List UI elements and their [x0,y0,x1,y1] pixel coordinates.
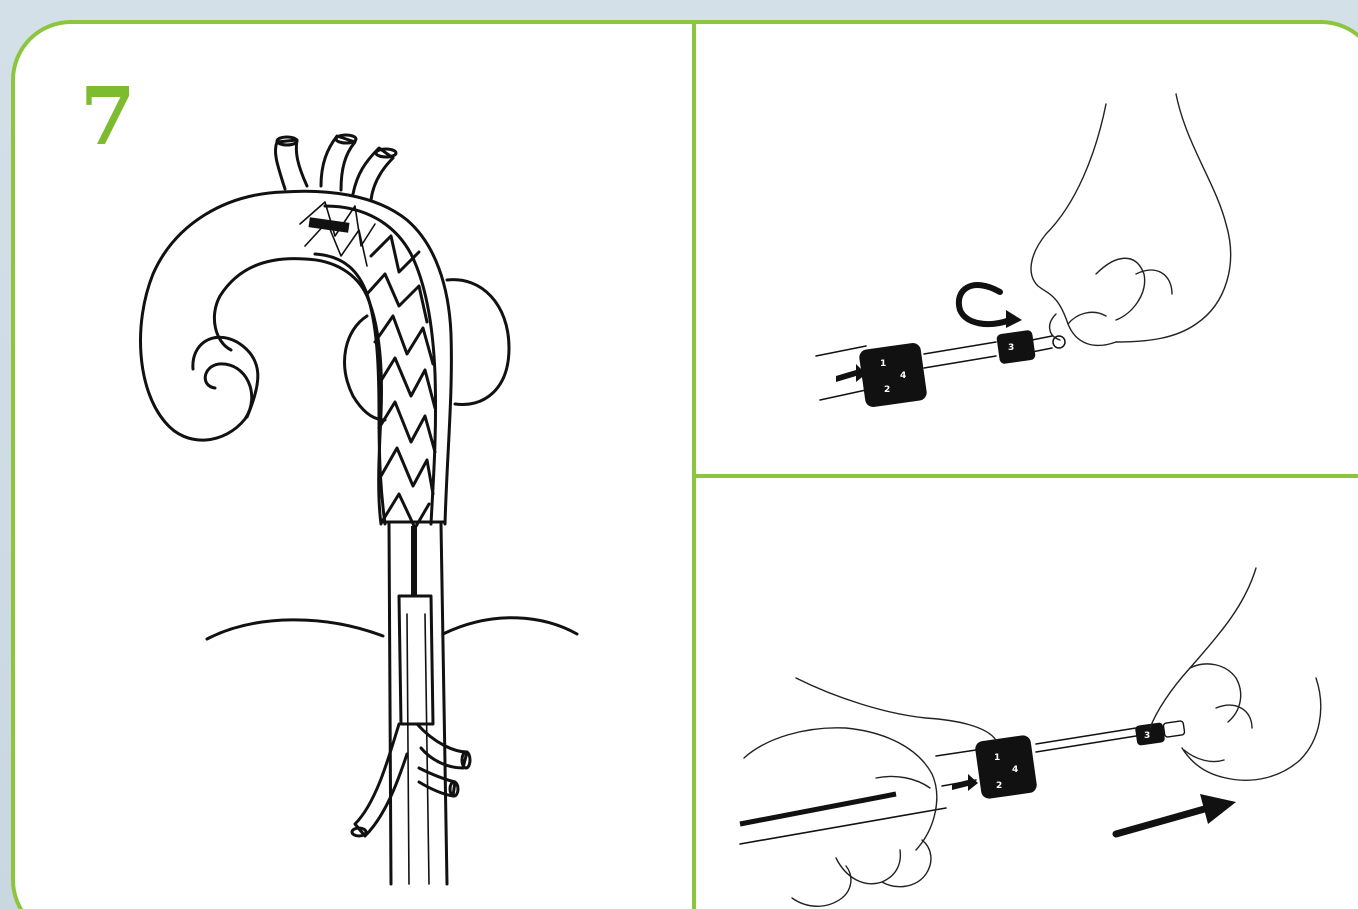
handle-pullback-illustration: 1 4 2 3 [696,478,1358,909]
rotate-arrow-icon [959,285,1022,328]
knob-label-3: 3 [1008,343,1014,353]
handle-rotation-illustration: 1 4 2 3 [696,24,1358,474]
push-arrow-icon [952,774,978,791]
panel-handle-pullback: 1 4 2 3 [696,478,1358,909]
knob-label-2: 2 [884,385,890,395]
knob-label-1: 1 [994,753,1000,763]
hand-right [1031,94,1231,345]
knob-label-4: 4 [1012,765,1018,775]
knob-label-1: 1 [880,359,886,369]
aortic-arch [141,191,510,524]
diaphragm-line [207,618,577,639]
pull-direction-arrow-icon [1116,794,1236,834]
iliac-branches [352,724,470,836]
handle-knob-small: 3 [1135,721,1185,746]
stent-graft [300,202,436,528]
handle-knob-main: 1 4 2 [858,342,927,408]
panel-handle-rotation: 1 4 2 3 [696,24,1358,474]
hand-left [744,678,996,906]
knob-label-4: 4 [900,371,906,381]
delivery-catheter [383,522,447,884]
knob-label-3: 3 [1144,731,1150,741]
figure-frame: 7 [11,20,1358,909]
aortic-arch-stent-graft-illustration [15,24,692,909]
knob-label-2: 2 [996,781,1002,791]
hand-right [1150,568,1321,780]
handle-shaft [740,728,1136,844]
panel-aortic-stent [15,24,692,909]
handle-knob-main: 1 4 2 [974,734,1038,799]
handle-knob-small: 3 [996,330,1065,365]
